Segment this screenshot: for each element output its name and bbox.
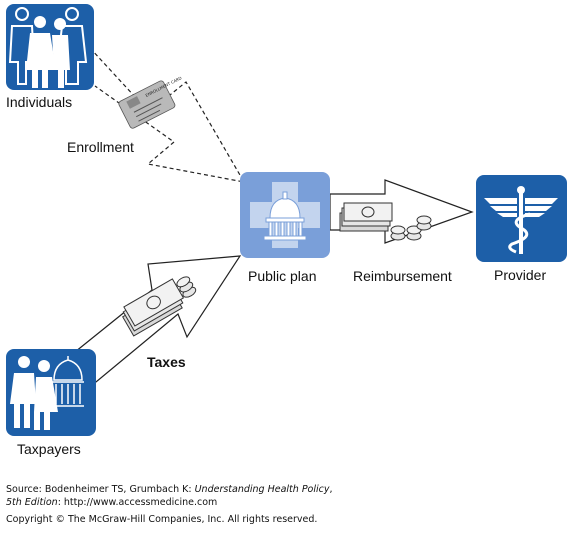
source-suffix: : http://www.accessmedicine.com: [57, 497, 218, 508]
money-icon-taxes: [122, 276, 197, 337]
public-plan-label: Public plan: [248, 268, 317, 284]
taxpayers-label: Taxpayers: [17, 441, 81, 457]
source-title: Understanding Health Policy: [194, 484, 330, 495]
taxpayers-icon: [6, 349, 96, 436]
provider-icon: [476, 175, 567, 262]
enrollment-arrow: [89, 47, 246, 183]
source-edition: 5th Edition: [6, 497, 58, 508]
money-icon-reimbursement: [339, 202, 432, 241]
source-prefix: Source: Bodenheimer TS, Grumbach K:: [6, 484, 195, 495]
public-plan-icon: [240, 172, 330, 258]
source-line-2: 5th Edition: http://www.accessmedicine.c…: [6, 497, 217, 508]
provider-label: Provider: [494, 267, 547, 283]
individuals-icon: [6, 4, 94, 90]
reimbursement-label: Reimbursement: [353, 268, 452, 284]
enrollment-label: Enrollment: [67, 139, 134, 155]
individuals-label: Individuals: [6, 94, 73, 110]
source-line-1: Source: Bodenheimer TS, Grumbach K: Unde…: [6, 484, 333, 495]
taxes-label: Taxes: [147, 354, 186, 370]
copyright-text: Copyright © The McGraw-Hill Companies, I…: [6, 514, 318, 525]
